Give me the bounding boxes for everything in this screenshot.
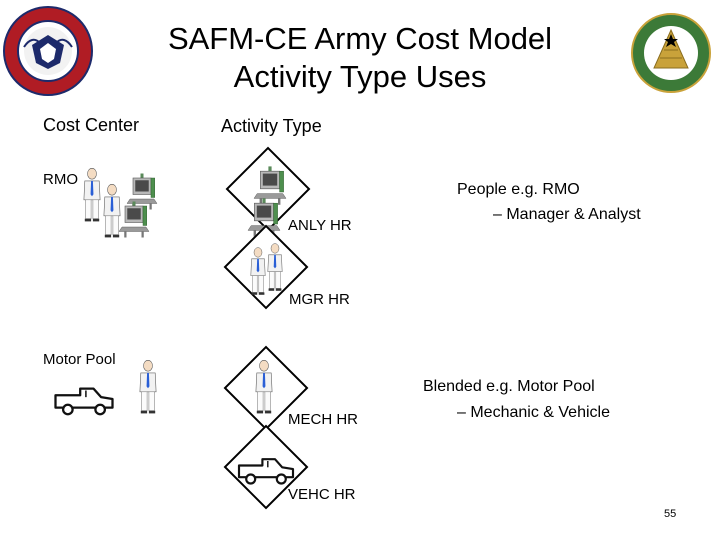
people-note-title: People e.g. RMO bbox=[457, 181, 580, 198]
title-line-2: Activity Type Uses bbox=[233, 59, 487, 94]
person-icon bbox=[103, 183, 121, 238]
title-line-1: SAFM-CE Army Cost Model bbox=[167, 21, 553, 56]
vehc-hr-label: VEHC HR bbox=[288, 486, 356, 503]
army-logo bbox=[631, 13, 711, 93]
anly-hr-label: ANLY HR bbox=[288, 217, 352, 234]
motor-pool-label: Motor Pool bbox=[43, 351, 116, 368]
page-number: 55 bbox=[664, 508, 677, 520]
rmo-workers-illustration bbox=[83, 167, 158, 238]
mgr-hr-label: MGR HR bbox=[289, 291, 350, 308]
person-icon bbox=[255, 359, 273, 414]
assistant-secretary-seal-logo bbox=[3, 6, 93, 96]
computer-icon bbox=[118, 201, 150, 238]
truck-icon bbox=[54, 387, 114, 416]
people-note-item: – Manager & Analyst bbox=[493, 206, 641, 223]
activity-type-header: Activity Type bbox=[221, 116, 322, 136]
blended-note-item: – Mechanic & Vehicle bbox=[457, 404, 610, 421]
rmo-label: RMO bbox=[43, 171, 78, 188]
computer-icon bbox=[126, 173, 158, 210]
slide-title: SAFM-CE Army Cost Model Activity Type Us… bbox=[120, 20, 600, 96]
motor-pool-illustration bbox=[54, 359, 157, 416]
mech-hr-label: MECH HR bbox=[288, 411, 358, 428]
person-icon bbox=[139, 359, 157, 414]
person-icon bbox=[83, 167, 101, 222]
cost-center-header: Cost Center bbox=[43, 115, 140, 135]
blended-note-title: Blended e.g. Motor Pool bbox=[423, 378, 595, 395]
